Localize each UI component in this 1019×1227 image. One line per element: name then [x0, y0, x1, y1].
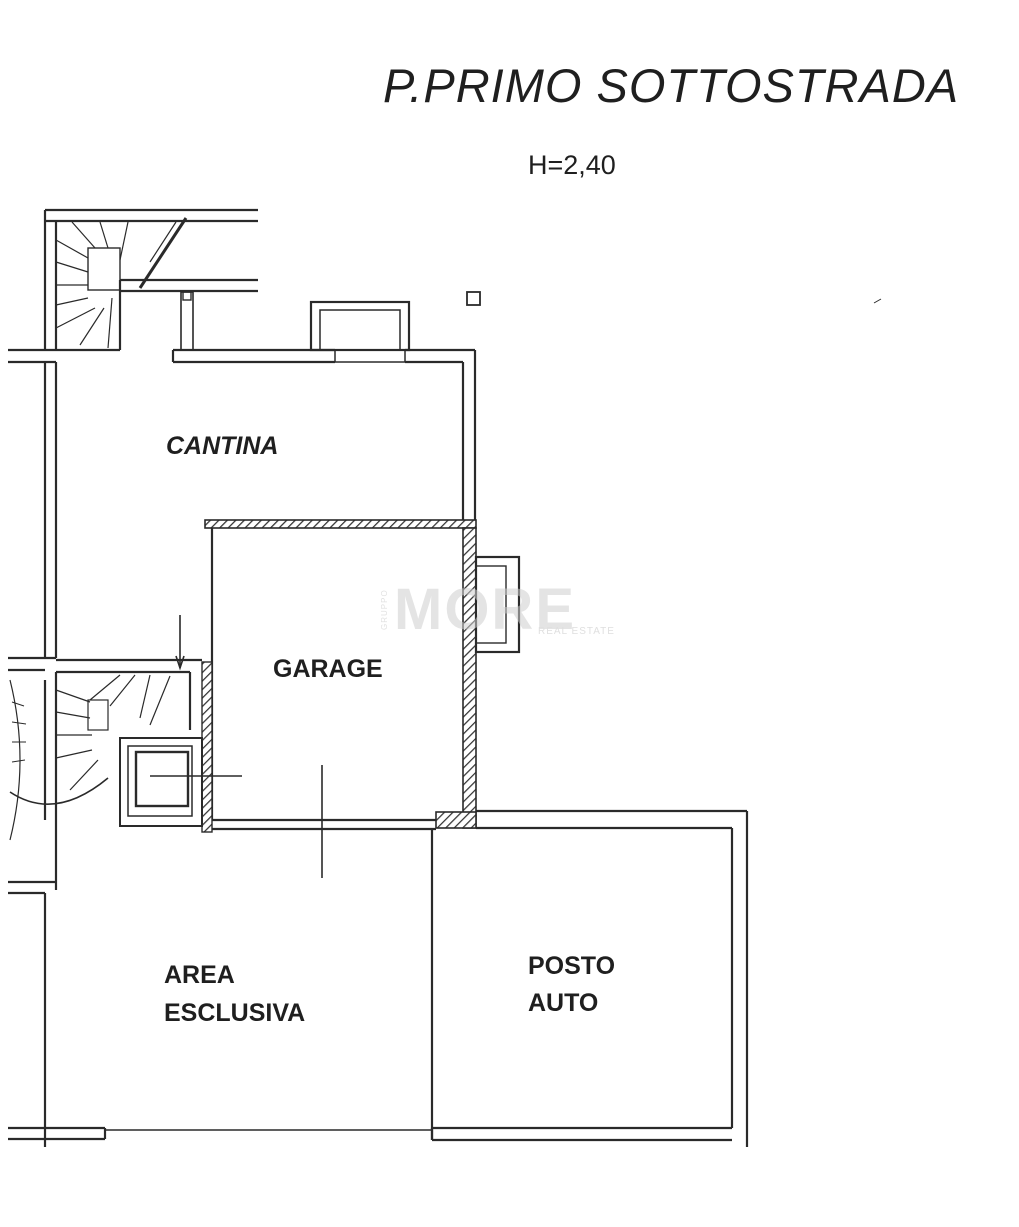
- garage-walls: [175, 519, 521, 878]
- posto-label-line-1: POSTO: [528, 952, 616, 980]
- posto-auto-walls: [430, 809, 749, 1147]
- upper-staircase: [43, 208, 258, 350]
- room-label-posto-auto: POSTO AUTO: [528, 948, 615, 1022]
- watermark-subtitle: REAL ESTATE: [538, 626, 615, 637]
- area-esclusiva-walls: [8, 880, 432, 1147]
- area-label-line-1: AREA: [164, 961, 235, 989]
- room-label-area-esclusiva: AREA ESCLUSIVA: [164, 956, 305, 1032]
- watermark-name: MORE: [394, 577, 576, 642]
- lower-staircase: [8, 656, 202, 890]
- area-label-line-2: ESCLUSIVA: [164, 999, 306, 1027]
- watermark-logo: GRUPPO MORE REAL ESTATE: [380, 577, 630, 642]
- watermark-prefix: GRUPPO: [380, 589, 389, 630]
- posto-label-line-2: AUTO: [528, 989, 599, 1017]
- room-label-cantina: CANTINA: [166, 432, 279, 460]
- ceiling-height-label: H=2,40: [528, 150, 616, 180]
- room-label-garage: GARAGE: [273, 655, 383, 683]
- floor-title: P.PRIMO SOTTOSTRADA: [383, 59, 960, 112]
- cantina-walls: [43, 291, 481, 658]
- elevator-shaft: [119, 737, 242, 827]
